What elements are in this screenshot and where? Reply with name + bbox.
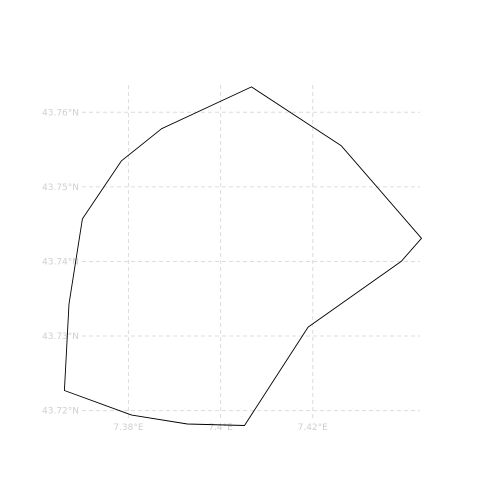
lon-tick-label: 7.4°E xyxy=(208,423,233,433)
lat-tick-label: 43.76°N xyxy=(42,108,79,118)
lat-tick-label: 43.73°N xyxy=(42,332,79,342)
graticule xyxy=(82,85,420,418)
lat-tick-label: 43.75°N xyxy=(42,183,79,193)
lon-tick-label: 7.42°E xyxy=(298,423,329,433)
lat-tick-label: 43.72°N xyxy=(42,407,79,417)
graticule-labels: 7.38°E 7.4°E 7.42°E 43.72°N 43.73°N 43.74°N 43… xyxy=(42,108,328,433)
lat-tick-label: 43.74°N xyxy=(42,257,79,267)
lon-tick-label: 7.38°E xyxy=(113,423,144,433)
region-boundary xyxy=(63,86,422,426)
